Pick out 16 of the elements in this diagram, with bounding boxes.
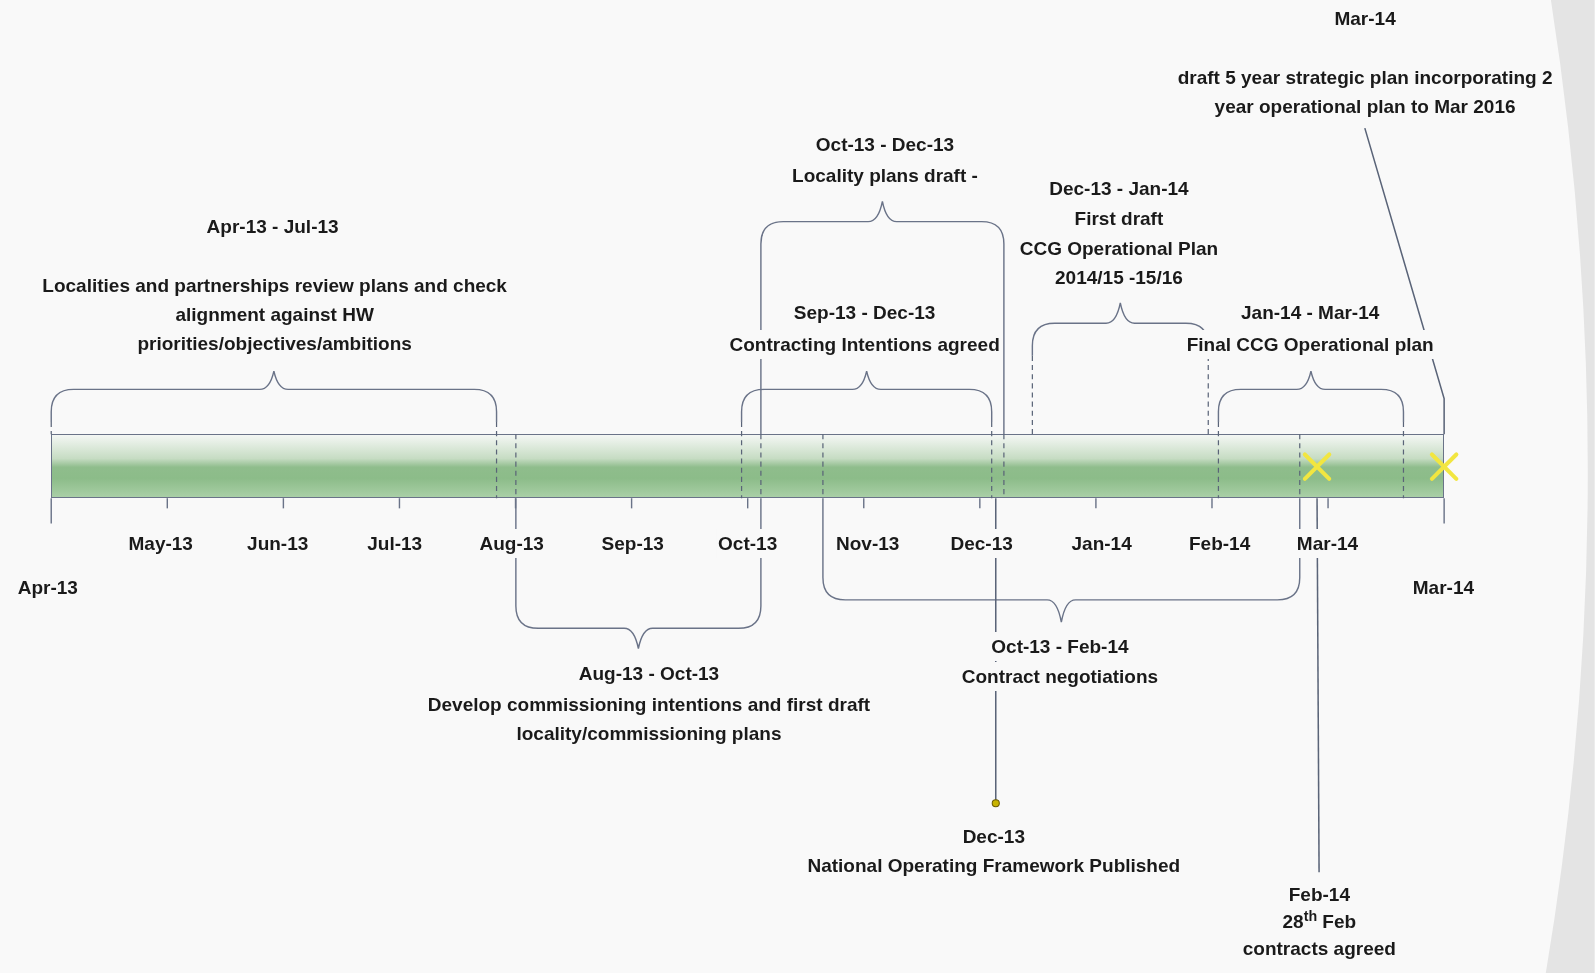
- axis-month-label: Dec-13: [948, 528, 1015, 558]
- period-dates: Contracting Intentions agreed: [727, 329, 1002, 359]
- leader-line: [1364, 127, 1445, 435]
- milestone-date: Dec-13: [962, 824, 1025, 849]
- period-dates: Oct-13 - Feb-14: [989, 631, 1131, 661]
- milestone-description: 28$^{th}$ Feb: [1282, 907, 1357, 934]
- milestone-date: Mar-14: [1334, 7, 1396, 32]
- milestone-description: contracts agreed: [1242, 936, 1396, 961]
- leader-line: [1316, 497, 1320, 874]
- milestone-description: National Operating Framework Published: [807, 853, 1181, 878]
- milestone-description: draft 5 year strategic plan incorporating 2 year operational plan to Mar 2016: [1176, 66, 1554, 120]
- axis-month-label: Aug-13: [477, 528, 546, 558]
- milestone-date: Feb-14: [1288, 882, 1350, 907]
- timeline-bar: [50, 434, 1445, 499]
- axis-month-label: Oct-13: [716, 528, 780, 558]
- period-description: Contract negotiations: [959, 662, 1161, 692]
